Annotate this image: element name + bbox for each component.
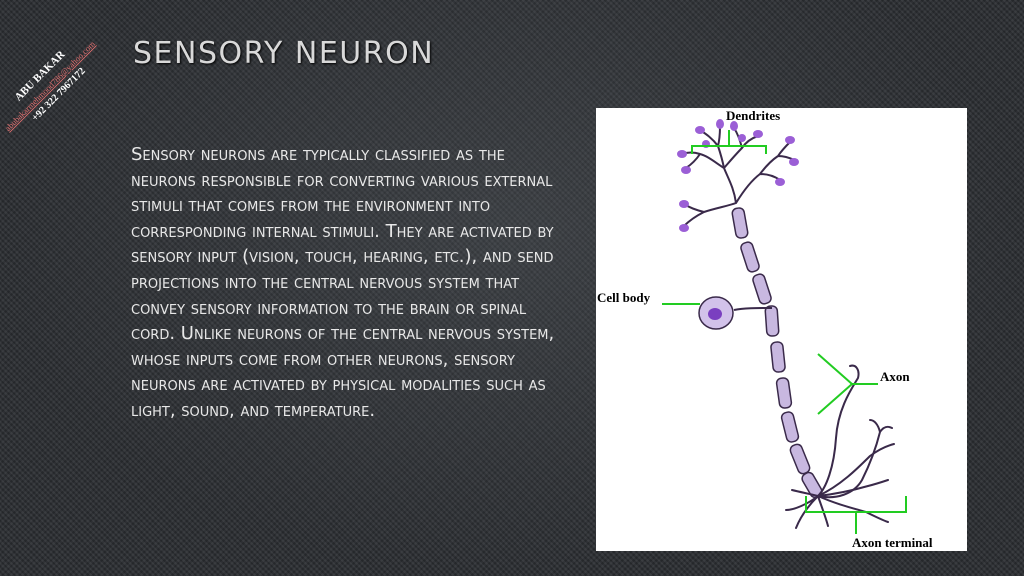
watermark-email[interactable]: abubakarmehmood786@yahoo.com [3, 38, 97, 132]
slide-body-text: Sensory neurons are typically classified… [131, 144, 555, 421]
label-dendrites: Dendrites [726, 108, 780, 123]
label-axon: Axon [880, 369, 910, 384]
neuron-diagram: Dendrites Cell body Axon Axon terminal [596, 108, 967, 551]
watermark: ABU BAKAR abubakarmehmood786@yahoo.com +… [3, 38, 97, 132]
label-pointers [662, 130, 907, 534]
cell-body-stem [733, 307, 773, 311]
dendrites-bracket [691, 145, 767, 154]
myelin-sheath-lower [770, 341, 823, 499]
neuron-illustration: Dendrites Cell body Axon Axon terminal [597, 108, 933, 550]
cell-body [698, 296, 734, 330]
axon-terminals [785, 364, 895, 529]
axon-bracket [817, 353, 854, 415]
label-axon-terminal: Axon terminal [852, 535, 933, 550]
label-cell-body: Cell body [597, 290, 651, 305]
myelin-sheath-upper [731, 207, 780, 337]
dendrite-tips [677, 119, 799, 232]
slide-title: Sensory neuron [133, 36, 435, 71]
